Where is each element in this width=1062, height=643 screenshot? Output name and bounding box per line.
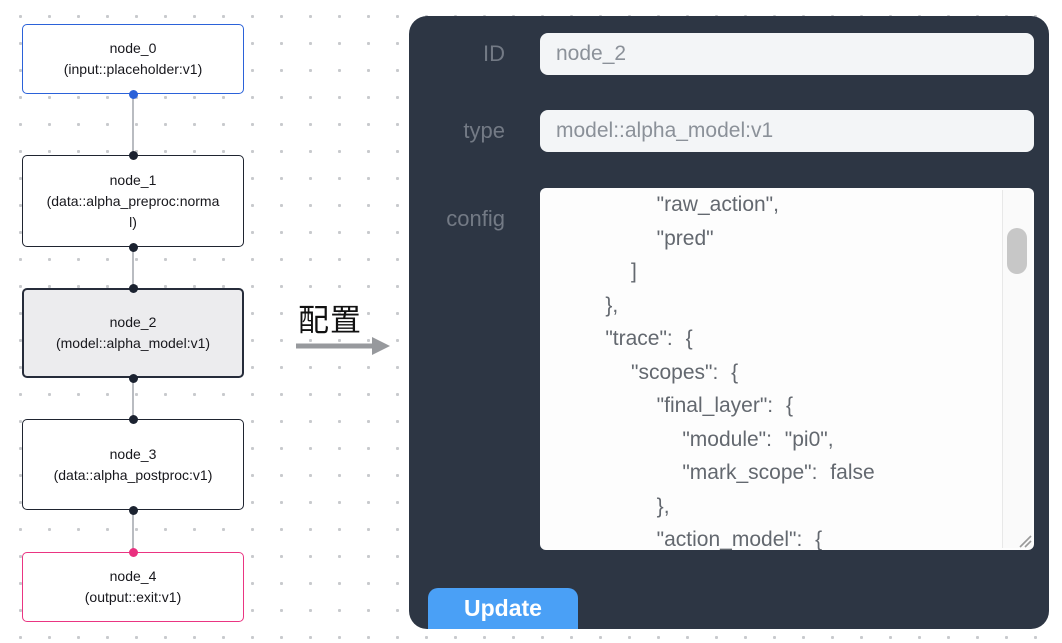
config-json-text: "raw_action", "pred" ] }, "trace": { "sc… [605, 193, 875, 550]
edge-connector[interactable] [132, 247, 134, 288]
node-model-node_2-selected[interactable]: node_2 (model::alpha_model:v1) [22, 288, 244, 378]
connection-handle-target[interactable] [128, 150, 138, 160]
connection-handle-target[interactable] [128, 414, 138, 424]
node-title: node_2 [109, 314, 157, 330]
edge-connector[interactable] [132, 94, 134, 155]
node-input-node_0[interactable]: node_0 (input::placeholder:v1) [22, 24, 244, 94]
node-postproc-node_3[interactable]: node_3 (data::alpha_postproc:v1) [22, 419, 244, 510]
config-scrollbar-track[interactable] [1002, 190, 1032, 548]
node-title: node_1 [109, 171, 157, 188]
type-field-label: type [463, 118, 505, 143]
configure-annotation-label: 配置 [298, 303, 362, 338]
connection-handle-source[interactable] [128, 242, 138, 252]
connection-handle-source[interactable] [128, 373, 138, 383]
edge-connector[interactable] [132, 510, 134, 552]
node-config-panel: ID type config "raw_action", "pred" ] },… [409, 16, 1049, 629]
node-title: node_3 [109, 445, 157, 462]
scrollbar-thumb[interactable] [1007, 228, 1027, 274]
node-title: node_4 [109, 568, 157, 584]
node-type-label: (data::alpha_preproc:normal) [46, 192, 220, 230]
edge-connector[interactable] [132, 378, 134, 419]
connection-handle-source[interactable] [128, 89, 138, 99]
node-preproc-node_1[interactable]: node_1 (data::alpha_preproc:normal) [22, 155, 244, 247]
node-type-label: (data::alpha_postproc:v1) [53, 466, 213, 483]
node-title: node_0 [109, 40, 157, 56]
config-field-label: config [446, 206, 505, 231]
connection-handle-target[interactable] [128, 547, 138, 557]
node-type-label: (output::exit:v1) [84, 589, 182, 605]
arrow-right-icon [296, 337, 390, 360]
resize-handle-icon[interactable] [1016, 532, 1032, 548]
node-output-node_4[interactable]: node_4 (output::exit:v1) [22, 552, 244, 622]
node-type-label: (model::alpha_model:v1) [55, 335, 211, 351]
connection-handle-target[interactable] [128, 283, 138, 293]
node-type-label: (input::placeholder:v1) [63, 61, 203, 77]
type-input[interactable] [540, 110, 1034, 152]
id-input[interactable] [540, 33, 1034, 75]
config-textarea[interactable]: "raw_action", "pred" ] }, "trace": { "sc… [540, 188, 1034, 550]
connection-handle-source[interactable] [128, 505, 138, 515]
update-button[interactable]: Update [428, 588, 578, 629]
id-field-label: ID [483, 41, 505, 66]
